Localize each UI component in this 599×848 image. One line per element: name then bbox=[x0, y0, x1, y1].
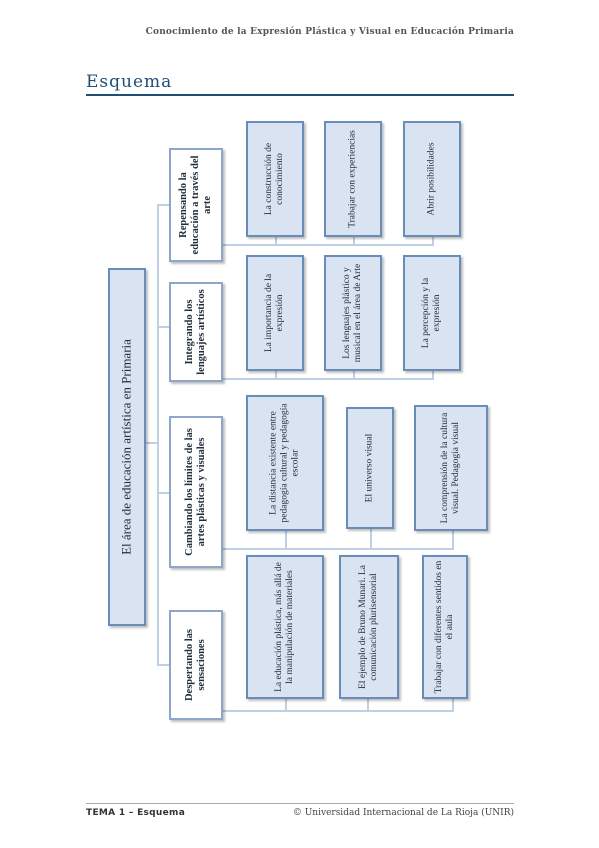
leaf-box: La comprensión de la cultura visual. Ped… bbox=[414, 405, 488, 531]
leaf-label: Abrir posibilidades bbox=[426, 142, 437, 216]
connector-line bbox=[157, 492, 169, 494]
connector-line bbox=[285, 698, 287, 712]
leaf-box: El ejemplo de Bruno Munari. La comunicac… bbox=[339, 555, 399, 699]
diagram-root-label: El área de educación artística en Primar… bbox=[118, 339, 134, 555]
connector-line bbox=[452, 698, 454, 712]
leaf-box: Trabajar con experiencias bbox=[324, 121, 382, 237]
leaf-box: La construcción de conocimiento bbox=[246, 121, 304, 237]
connector-line bbox=[285, 530, 287, 550]
leaf-label: El universo visual bbox=[364, 433, 375, 503]
leaf-label: Los lenguajes plástico y musical en el á… bbox=[342, 263, 363, 363]
leaf-box: Los lenguajes plástico y musical en el á… bbox=[324, 255, 382, 371]
leaf-box: La importancia de la expresión bbox=[246, 255, 304, 371]
leaf-label: La importancia de la expresión bbox=[264, 273, 285, 353]
connector-line bbox=[157, 664, 169, 666]
leaf-box: Trabajar con diferentes sentidos en el a… bbox=[422, 555, 468, 699]
branch-label: Despertando las sensaciones bbox=[183, 628, 207, 702]
connector-line bbox=[222, 378, 434, 380]
connector-line bbox=[432, 370, 434, 380]
branch-box-repensando: Repensando la educación a través del art… bbox=[169, 148, 223, 262]
connector-line bbox=[157, 204, 159, 666]
connector-line bbox=[157, 326, 169, 328]
leaf-box: La percepción y la expresión bbox=[403, 255, 461, 371]
branch-label: Repensando la educación a través del art… bbox=[177, 155, 214, 255]
leaf-label: La construcción de conocimiento bbox=[264, 142, 285, 216]
connector-line bbox=[146, 442, 158, 444]
diagram-root-box: El área de educación artística en Primar… bbox=[108, 268, 146, 626]
footer-section-label: TEMA 1 – Esquema bbox=[86, 808, 186, 818]
branch-box-despertando: Despertando las sensaciones bbox=[169, 610, 223, 720]
leaf-label: La distancia existente entre pedagogía c… bbox=[268, 403, 301, 523]
leaf-box: Abrir posibilidades bbox=[403, 121, 461, 237]
connector-line bbox=[432, 236, 434, 246]
leaf-box: El universo visual bbox=[346, 407, 394, 529]
connector-line bbox=[452, 530, 454, 550]
footer-copyright: © Universidad Internacional de La Rioja … bbox=[292, 808, 514, 818]
branch-label: Integrando los lenguajes artísticos bbox=[183, 289, 207, 375]
branch-box-cambiando: Cambiando los límites de las artes plást… bbox=[169, 416, 223, 568]
running-header: Conocimiento de la Expresión Plástica y … bbox=[145, 27, 514, 37]
leaf-label: La educación plástica, más allá de la ma… bbox=[274, 562, 295, 692]
leaf-box: La distancia existente entre pedagogía c… bbox=[246, 395, 324, 531]
leaf-label: El ejemplo de Bruno Munari. La comunicac… bbox=[358, 565, 379, 689]
connector-line bbox=[275, 236, 277, 246]
leaf-label: Trabajar con experiencias bbox=[347, 130, 358, 228]
connector-line bbox=[353, 236, 355, 246]
connector-line bbox=[222, 710, 454, 712]
connector-line bbox=[222, 244, 434, 246]
title-rule bbox=[86, 94, 514, 96]
connector-line bbox=[370, 528, 372, 550]
connector-line bbox=[275, 370, 277, 380]
connector-line bbox=[222, 548, 454, 550]
leaf-label: La percepción y la expresión bbox=[421, 277, 442, 349]
connector-line bbox=[353, 370, 355, 380]
page-title: Esquema bbox=[86, 72, 173, 92]
connector-line bbox=[157, 204, 169, 206]
footer-rule bbox=[86, 803, 514, 804]
leaf-box: La educación plástica, más allá de la ma… bbox=[246, 555, 324, 699]
branch-box-integrando: Integrando los lenguajes artísticos bbox=[169, 282, 223, 382]
leaf-label: La comprensión de la cultura visual. Ped… bbox=[440, 412, 461, 524]
branch-label: Cambiando los límites de las artes plást… bbox=[183, 428, 207, 556]
connector-line bbox=[367, 698, 369, 712]
leaf-label: Trabajar con diferentes sentidos en el a… bbox=[434, 560, 455, 694]
